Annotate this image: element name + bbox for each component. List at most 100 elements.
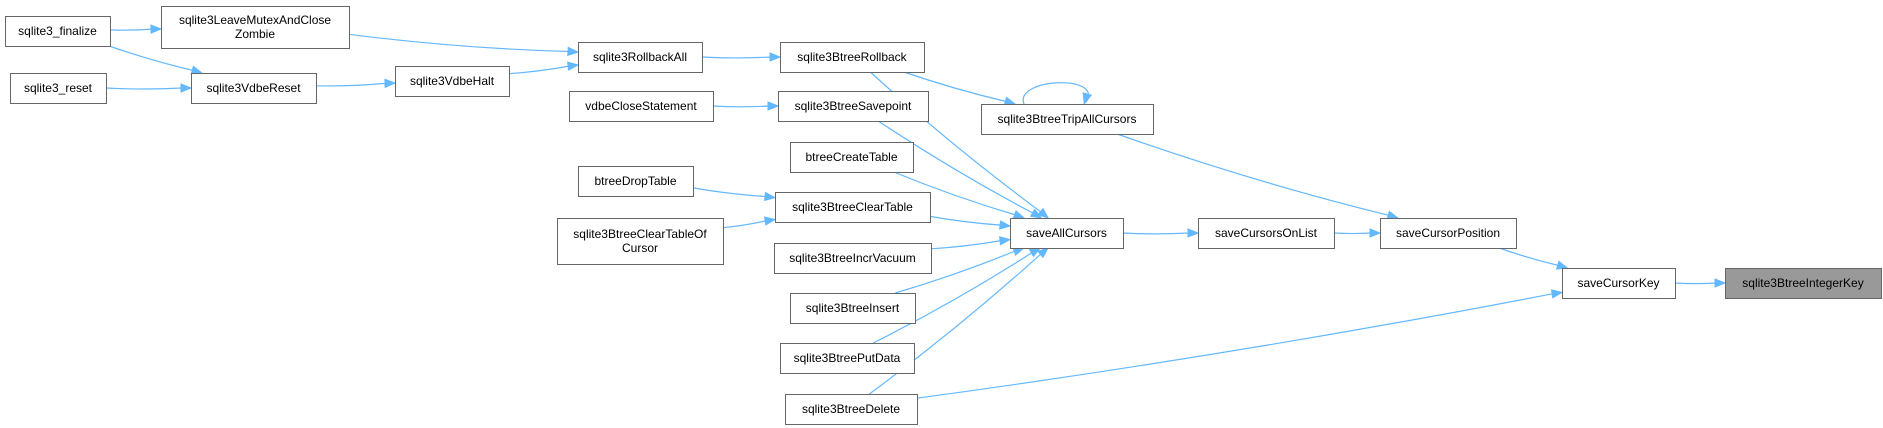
node-box — [1380, 218, 1517, 249]
node-box — [395, 66, 510, 97]
node-btree-clear-table[interactable]: sqlite3BtreeClearTable — [775, 192, 931, 223]
arrowhead — [767, 101, 780, 111]
edge-line — [1116, 133, 1390, 216]
edge-save-cursor-key-to-integer-key — [1674, 278, 1727, 288]
node-box — [5, 16, 111, 47]
edge-trip-all-cursors-to-save-cursor-position — [1116, 133, 1400, 220]
edge-line — [903, 71, 1007, 103]
node-label: sqlite3VdbeHalt — [410, 74, 495, 88]
node-label: saveCursorKey — [1577, 276, 1659, 290]
arrowhead — [1550, 289, 1564, 299]
edge-btree-savepoint-to-save-all-cursors — [877, 120, 1043, 219]
node-incr-vacuum[interactable]: sqlite3BtreeIncrVacuum — [774, 243, 932, 274]
arrowhead — [150, 24, 163, 34]
node-save-cursor-key[interactable]: saveCursorKey — [1562, 268, 1676, 299]
node-label: sqlite3LeaveMutexAndClose — [179, 13, 331, 27]
node-label: Zombie — [235, 27, 275, 41]
arrowhead — [764, 191, 777, 202]
node-box — [191, 73, 317, 104]
node-trip-all-cursors[interactable]: sqlite3BtreeTripAllCursors — [981, 104, 1154, 135]
node-btree-insert[interactable]: sqlite3BtreeInsert — [790, 293, 916, 324]
edge-line — [877, 120, 1034, 214]
edge-line — [701, 56, 772, 59]
node-box — [578, 166, 694, 197]
edges-layer — [105, 24, 1727, 399]
arrowhead — [1037, 247, 1050, 259]
node-label: sqlite3_reset — [24, 81, 93, 95]
edge-line — [895, 250, 1016, 294]
node-btree-create-table[interactable]: btreeCreateTable — [790, 142, 914, 173]
node-box — [1198, 218, 1335, 249]
node-box — [775, 192, 931, 223]
node-btree-drop-table[interactable]: btreeDropTable — [578, 166, 694, 197]
arrowhead — [1386, 210, 1400, 220]
node-save-all-cursors[interactable]: saveAllCursors — [1010, 218, 1124, 249]
node-btree-put-data[interactable]: sqlite3BtreePutData — [780, 343, 915, 374]
node-label: sqlite3BtreeClearTableOf — [573, 227, 707, 241]
edge-incr-vacuum-to-save-all-cursors — [930, 236, 1012, 250]
node-label: vdbeCloseStatement — [585, 99, 697, 113]
edge-finalize-to-vdbe-reset — [108, 45, 204, 75]
arrowhead — [999, 236, 1012, 246]
edge-line — [315, 82, 387, 87]
node-box — [780, 42, 925, 73]
arrowhead — [1187, 228, 1200, 238]
arrowhead — [1012, 210, 1026, 219]
edge-line — [1498, 247, 1559, 267]
edge-line — [348, 33, 570, 53]
node-box — [981, 104, 1154, 135]
node-box — [161, 6, 350, 49]
edge-btree-rollback-to-save-all-cursors — [869, 71, 1050, 219]
edge-line — [1122, 232, 1190, 235]
node-save-cursor-position[interactable]: saveCursorPosition — [1380, 218, 1517, 249]
arrowhead — [190, 65, 204, 75]
edge-save-cursor-position-to-save-cursor-key — [1498, 247, 1569, 270]
edge-line — [722, 220, 767, 229]
edge-finalize-to-leave-mutex — [109, 24, 163, 34]
node-vdbe-reset[interactable]: sqlite3VdbeReset — [191, 73, 317, 104]
edge-line — [1333, 232, 1372, 235]
node-btree-savepoint[interactable]: sqlite3BtreeSavepoint — [778, 91, 929, 122]
arrowhead — [999, 220, 1012, 230]
node-rollback-all[interactable]: sqlite3RollbackAll — [578, 42, 703, 73]
node-reset[interactable]: sqlite3_reset — [10, 73, 107, 104]
node-label: sqlite3BtreeDelete — [802, 402, 900, 416]
node-box — [557, 218, 724, 265]
node-label: sqlite3_finalize — [18, 24, 97, 38]
edge-line — [873, 251, 1033, 344]
edge-clear-table-of-cursor-to-btree-clear-table — [722, 216, 777, 229]
arrowhead — [769, 52, 782, 62]
node-finalize[interactable]: sqlite3_finalize — [5, 16, 111, 47]
node-integer-key: sqlite3BtreeIntegerKey — [1725, 268, 1882, 299]
node-box — [780, 343, 915, 374]
edge-line — [916, 293, 1554, 399]
node-label: sqlite3BtreeSavepoint — [795, 99, 912, 113]
node-btree-rollback[interactable]: sqlite3BtreeRollback — [780, 42, 925, 73]
arrowhead — [763, 216, 777, 226]
node-vdbe-close-stmt[interactable]: vdbeCloseStatement — [569, 91, 714, 122]
edge-line — [869, 71, 1042, 213]
edge-line — [893, 171, 1016, 216]
edge-btree-delete-to-save-all-cursors — [869, 247, 1050, 395]
edge-vdbe-close-stmt-to-btree-savepoint — [712, 101, 780, 111]
edge-rollback-all-to-btree-rollback — [701, 52, 782, 62]
edge-save-all-cursors-to-save-cursors-on-list — [1122, 228, 1200, 238]
node-label: sqlite3RollbackAll — [593, 50, 687, 64]
node-btree-delete[interactable]: sqlite3BtreeDelete — [785, 394, 918, 425]
node-vdbe-halt[interactable]: sqlite3VdbeHalt — [395, 66, 510, 97]
node-label: sqlite3BtreePutData — [794, 351, 901, 365]
node-label: sqlite3BtreeTripAllCursors — [998, 112, 1137, 126]
node-save-cursors-on-list[interactable]: saveCursorsOnList — [1198, 218, 1335, 249]
node-box — [790, 142, 914, 173]
arrowhead — [1003, 96, 1017, 106]
node-box — [1010, 218, 1124, 249]
edge-vdbe-reset-to-vdbe-halt — [315, 78, 397, 89]
node-box — [569, 91, 714, 122]
node-box — [785, 394, 918, 425]
edge-line — [692, 187, 767, 198]
arrowhead — [567, 46, 580, 57]
arrowhead — [180, 83, 193, 93]
node-label: btreeCreateTable — [805, 150, 897, 164]
